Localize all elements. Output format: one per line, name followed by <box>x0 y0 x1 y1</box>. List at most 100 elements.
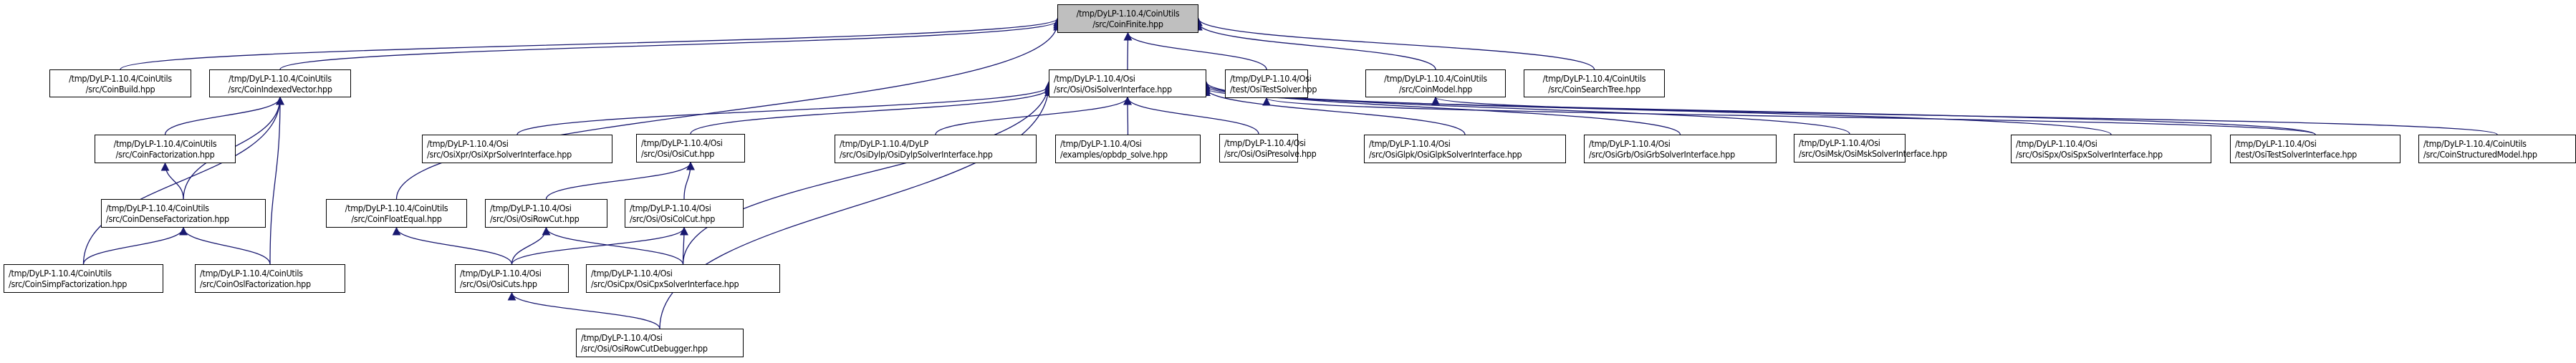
graph-node[interactable]: /tmp/DyLP-1.10.4/Osi /src/Osi/OsiSolverI… <box>1049 69 1206 97</box>
graph-node[interactable]: /tmp/DyLP-1.10.4/Osi /src/Osi/OsiRowCut.… <box>485 199 607 228</box>
graph-node[interactable]: /tmp/DyLP-1.10.4/DyLP /src/OsiDylp/OsiDy… <box>835 135 1037 163</box>
graph-node[interactable]: /tmp/DyLP-1.10.4/Osi /src/OsiSpx/OsiSpxS… <box>2011 135 2211 163</box>
graph-node[interactable]: /tmp/DyLP-1.10.4/Osi /examples/opbdp_sol… <box>1055 135 1201 163</box>
dependency-edge <box>935 96 1132 135</box>
node-label-line1: /tmp/DyLP-1.10.4/CoinUtils <box>9 268 112 279</box>
node-label-line2: /src/Osi/OsiCut.hpp <box>641 148 715 159</box>
graph-node[interactable]: /tmp/DyLP-1.10.4/Osi /src/OsiCpx/OsiCpxS… <box>586 264 780 293</box>
graph-node[interactable]: /tmp/DyLP-1.10.4/Osi /src/Osi/OsiColCut.… <box>625 199 744 228</box>
node-label-line1: /tmp/DyLP-1.10.4/Osi <box>490 203 572 213</box>
node-label-line1: /tmp/DyLP-1.10.4/Osi <box>2016 138 2097 149</box>
node-label-line1: /tmp/DyLP-1.10.4/Osi <box>1054 72 1135 84</box>
node-label-line1: /tmp/DyLP-1.10.4/Osi <box>1060 138 1142 149</box>
dependency-edge <box>1202 87 1466 135</box>
graph-node[interactable]: /tmp/DyLP-1.10.4/Osi /test/OsiTestSolver… <box>1225 69 1317 98</box>
node-label-line2: /src/Osi/OsiRowCutDebugger.hpp <box>581 343 708 354</box>
dependency-edge <box>392 226 513 265</box>
node-label-line1: /tmp/DyLP-1.10.4/Osi <box>641 137 723 148</box>
node-label-line1: /tmp/DyLP-1.10.4/CoinUtils <box>106 203 209 213</box>
graph-node[interactable]: /tmp/DyLP-1.10.4/CoinUtils /src/CoinFact… <box>95 135 236 163</box>
graph-node[interactable]: /tmp/DyLP-1.10.4/Osi /src/Osi/OsiPresolv… <box>1219 134 1317 163</box>
node-label-line1: /tmp/DyLP-1.10.4/DyLP <box>840 138 928 149</box>
node-label-line2: /src/OsiGlpk/OsiGlpkSolverInterface.hpp <box>1369 149 1522 160</box>
dependency-edge <box>507 291 660 329</box>
dependency-edge <box>682 81 1053 265</box>
graph-node-root[interactable]: /tmp/DyLP-1.10.4/CoinUtils /src/CoinFini… <box>1057 4 1198 33</box>
node-label-line1: /tmp/DyLP-1.10.4/Osi <box>2235 138 2317 149</box>
node-label-line2: /src/OsiCpx/OsiCpxSolverInterface.hpp <box>591 279 739 289</box>
graph-node[interactable]: /tmp/DyLP-1.10.4/CoinUtils /src/CoinFloa… <box>326 199 467 228</box>
node-label-line2: /src/CoinDenseFactorization.hpp <box>106 213 229 224</box>
graph-node[interactable]: /tmp/DyLP-1.10.4/CoinUtils /src/CoinInde… <box>209 69 351 97</box>
node-label-line2: /src/CoinSearchTree.hpp <box>1548 83 1640 95</box>
graph-node[interactable]: /tmp/DyLP-1.10.4/Osi /src/OsiGrb/OsiGrbS… <box>1584 135 1777 163</box>
node-label-line2: /src/OsiXpr/OsiXprSolverInterface.hpp <box>427 149 572 160</box>
node-label-line1: /tmp/DyLP-1.10.4/CoinUtils <box>69 72 172 84</box>
graph-node[interactable]: /tmp/DyLP-1.10.4/Osi /src/Osi/OsiCuts.hp… <box>455 264 569 293</box>
node-label-line1: /tmp/DyLP-1.10.4/CoinUtils <box>200 268 303 279</box>
graph-node[interactable]: /tmp/DyLP-1.10.4/Osi /test/OsiTestSolver… <box>2230 135 2400 163</box>
node-label-line2: /src/CoinFactorization.hpp <box>115 149 215 160</box>
node-label-line2: /src/OsiSpx/OsiSpxSolverInterface.hpp <box>2016 149 2163 160</box>
node-label-line1: /tmp/DyLP-1.10.4/Osi <box>591 268 673 279</box>
dependency-edge <box>1262 97 2316 135</box>
node-label-line2: /src/CoinBuild.hpp <box>85 83 155 95</box>
graph-node[interactable]: /tmp/DyLP-1.10.4/Osi /src/Osi/OsiRowCutD… <box>576 329 744 357</box>
node-label-line1: /tmp/DyLP-1.10.4/CoinUtils <box>1542 72 1646 84</box>
dependency-edge <box>511 226 688 265</box>
graph-node[interactable]: /tmp/DyLP-1.10.4/Osi /src/OsiMsk/OsiMskS… <box>1794 134 1948 163</box>
node-label-line2: /src/OsiGrb/OsiGrbSolverInterface.hpp <box>1589 149 1735 160</box>
node-label-line2: /src/CoinStructuredModel.hpp <box>2423 149 2537 160</box>
node-label-line2: /src/CoinModel.hpp <box>1398 83 1473 95</box>
node-label-line2: /src/CoinIndexedVector.hpp <box>228 83 332 95</box>
dependency-edge <box>680 226 688 265</box>
node-label-line1: /tmp/DyLP-1.10.4/Osi <box>1224 137 1306 148</box>
dependency-edge <box>120 17 1062 70</box>
node-label-line1: /tmp/DyLP-1.10.4/CoinUtils <box>1076 8 1180 19</box>
node-label-line1: /tmp/DyLP-1.10.4/CoinUtils <box>345 203 448 213</box>
node-label-line1: /tmp/DyLP-1.10.4/Osi <box>630 203 711 213</box>
node-label-line1: /tmp/DyLP-1.10.4/Osi <box>460 268 542 279</box>
graph-node[interactable]: /tmp/DyLP-1.10.4/Osi /src/OsiGlpk/OsiGlp… <box>1364 135 1566 163</box>
dependency-edge <box>1431 96 2498 135</box>
dependency-edge <box>1194 17 1595 70</box>
dependency-edge <box>395 21 1062 200</box>
dependency-edge <box>164 96 284 135</box>
dependency-edge <box>279 19 1062 70</box>
dependency-edge <box>516 85 1053 135</box>
graph-node[interactable]: /tmp/DyLP-1.10.4/CoinUtils /src/CoinSear… <box>1524 69 1665 97</box>
dependency-edge <box>179 226 271 265</box>
graph-node[interactable]: /tmp/DyLP-1.10.4/CoinUtils /src/CoinSimp… <box>4 264 163 293</box>
dependency-edge <box>269 96 284 265</box>
dependency-edge <box>160 162 184 200</box>
graph-node[interactable]: /tmp/DyLP-1.10.4/CoinUtils /src/CoinDens… <box>101 199 266 228</box>
node-label-line2: /src/CoinOslFactorization.hpp <box>200 279 311 289</box>
node-label-line1: /tmp/DyLP-1.10.4/Osi <box>1369 138 1451 149</box>
graph-node[interactable]: /tmp/DyLP-1.10.4/CoinUtils /src/CoinStru… <box>2418 135 2576 163</box>
node-label-line1: /tmp/DyLP-1.10.4/CoinUtils <box>113 138 217 149</box>
node-label-line1: /tmp/DyLP-1.10.4/Osi <box>1589 138 1671 149</box>
node-label-line2: /src/Osi/OsiPresolve.hpp <box>1224 148 1317 159</box>
node-label-line2: /test/OsiTestSolver.hpp <box>1230 84 1317 95</box>
node-label-line2: /examples/opbdp_solve.hpp <box>1060 149 1168 160</box>
graph-node[interactable]: /tmp/DyLP-1.10.4/CoinUtils /src/CoinBuil… <box>49 69 191 97</box>
node-label-line1: /tmp/DyLP-1.10.4/Osi <box>1799 137 1880 148</box>
node-label-line1: /tmp/DyLP-1.10.4/CoinUtils <box>229 72 332 84</box>
node-label-line2: /src/Osi/OsiColCut.hpp <box>630 213 716 224</box>
dependency-edge <box>82 96 284 265</box>
dependency-edge <box>1123 96 1259 135</box>
graph-node[interactable]: /tmp/DyLP-1.10.4/Osi /src/OsiXpr/OsiXprS… <box>422 135 612 163</box>
dependency-edge <box>545 161 695 200</box>
graph-node[interactable]: /tmp/DyLP-1.10.4/Osi /src/Osi/OsiCut.hpp <box>636 134 745 163</box>
node-label-line2: /src/OsiMsk/OsiMskSolverInterface.hpp <box>1799 148 1948 159</box>
node-label-line2: /src/Osi/OsiCuts.hpp <box>460 279 537 289</box>
node-label-line1: /tmp/DyLP-1.10.4/CoinUtils <box>2423 138 2527 149</box>
dependency-edge <box>82 226 188 265</box>
graph-node[interactable]: /tmp/DyLP-1.10.4/CoinUtils /src/CoinMode… <box>1365 69 1506 97</box>
node-label-line2: /src/CoinFloatEqual.hpp <box>351 213 442 224</box>
node-label-line1: /tmp/DyLP-1.10.4/Osi <box>427 138 509 149</box>
graph-node[interactable]: /tmp/DyLP-1.10.4/CoinUtils /src/CoinOslF… <box>195 264 345 293</box>
dependency-edge <box>1194 21 1436 70</box>
